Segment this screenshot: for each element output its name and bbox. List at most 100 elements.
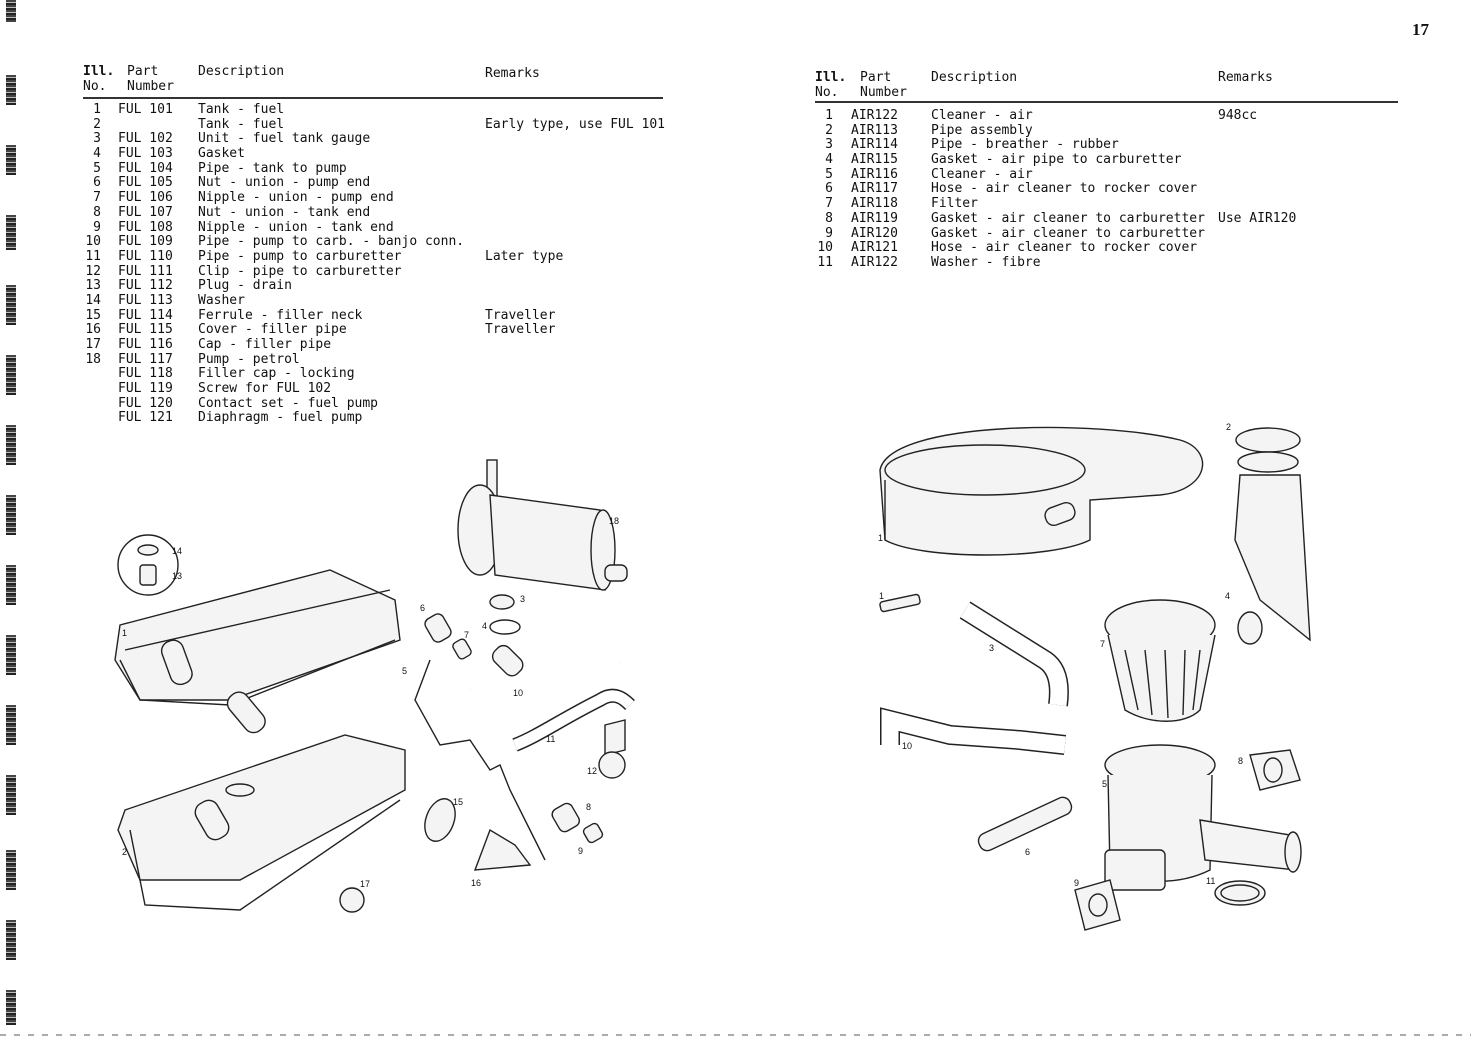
cell-part: AIR117 xyxy=(851,181,898,197)
cell-no: 11 xyxy=(817,254,833,270)
cell-no: 14 xyxy=(85,292,101,308)
cell-no: 10 xyxy=(817,240,833,256)
callout-label: 4 xyxy=(1225,591,1230,601)
callout-label: 5 xyxy=(1102,779,1107,789)
cell-desc: Hose - air cleaner to rocker cover xyxy=(931,181,1198,197)
cell-desc: Unit - fuel tank gauge xyxy=(198,131,371,147)
cell-desc: Pipe assembly xyxy=(931,122,1033,138)
fuel-header-no: No. xyxy=(83,79,107,94)
binding-mark xyxy=(6,920,16,960)
callout-label: 2 xyxy=(122,847,127,857)
cell-desc: Nipple - union - tank end xyxy=(198,219,394,235)
callout-label: 9 xyxy=(1074,878,1079,888)
cell-no: 9 xyxy=(825,225,833,241)
callout-label: 8 xyxy=(1238,756,1243,766)
cell-part: AIR115 xyxy=(851,152,898,168)
cell-desc: Gasket - air cleaner to carburetter xyxy=(931,210,1205,226)
cell-part: AIR116 xyxy=(851,166,898,182)
cell-part: AIR121 xyxy=(851,240,898,256)
table-row: 10 AIR121 Hose - air cleaner to rocker cov… xyxy=(815,240,1415,256)
cell-no: 2 xyxy=(825,122,833,138)
cell-no: 1 xyxy=(825,108,833,123)
cell-remarks: Traveller xyxy=(485,322,556,338)
table-row: 3 FUL 102 Unit - fuel tank gauge xyxy=(83,132,703,147)
callout-label: 3 xyxy=(520,594,525,604)
cell-desc: Gasket - air cleaner to carburetter xyxy=(931,225,1205,241)
cell-desc: Plug - drain xyxy=(198,278,292,294)
cell-desc: Screw for FUL 102 xyxy=(198,381,332,397)
cell-part: FUL 104 xyxy=(118,160,173,176)
cell-desc: Gasket - air pipe to carburetter xyxy=(931,152,1182,168)
cell-no: 13 xyxy=(85,278,101,294)
callout-label: 14 xyxy=(172,546,182,556)
air-header-remarks: Remarks xyxy=(1218,70,1273,85)
cell-desc: Cleaner - air xyxy=(931,108,1033,123)
cell-no: 3 xyxy=(93,131,101,147)
air-header-ill: Ill. xyxy=(815,70,847,85)
cell-no: 16 xyxy=(85,322,101,338)
cell-desc: Nipple - union - pump end xyxy=(198,190,394,206)
cell-desc: Hose - air cleaner to rocker cover xyxy=(931,240,1198,256)
cell-no: 9 xyxy=(93,219,101,235)
cell-part: FUL 105 xyxy=(118,175,173,191)
callout-label: 6 xyxy=(420,603,425,613)
cell-part: AIR122 xyxy=(851,108,898,123)
table-row: 1 AIR122 Cleaner - air 948cc xyxy=(815,108,1415,124)
callout-label: 9 xyxy=(578,846,583,856)
cell-no: 3 xyxy=(825,137,833,153)
cell-part: FUL 107 xyxy=(118,204,173,220)
cell-desc: Nut - union - tank end xyxy=(198,204,371,220)
callout-label: 4 xyxy=(482,621,487,631)
cell-part: FUL 109 xyxy=(118,234,173,250)
callout-label: 7 xyxy=(1100,639,1105,649)
binding-mark xyxy=(6,285,16,325)
cell-part: FUL 106 xyxy=(118,190,173,206)
binding-mark xyxy=(6,705,16,745)
cell-desc: Diaphragm - fuel pump xyxy=(198,410,363,426)
callout-label: 15 xyxy=(453,797,463,807)
binding-mark xyxy=(6,495,16,535)
binding-mark xyxy=(6,0,16,22)
scan-edge xyxy=(0,1034,1471,1036)
table-row: 2 AIR113 Pipe assembly xyxy=(815,122,1415,139)
binding-mark xyxy=(6,635,16,675)
cell-desc: Tank - fuel xyxy=(198,102,285,117)
callout-label: 3 xyxy=(989,643,994,653)
cell-part: AIR113 xyxy=(851,122,898,138)
callout-label: 13 xyxy=(172,571,182,581)
cell-desc: Pipe - breather - rubber xyxy=(931,137,1119,153)
callout-label: 1 xyxy=(122,628,127,638)
cell-remarks: Use AIR120 xyxy=(1218,210,1297,226)
cell-desc: Contact set - fuel pump xyxy=(198,395,379,411)
callout-label: 5 xyxy=(402,666,407,676)
cell-part: FUL 112 xyxy=(118,278,173,294)
cell-desc: Washer - fibre xyxy=(931,254,1041,270)
air-header-part: Part xyxy=(860,70,892,85)
cell-part: FUL 102 xyxy=(118,131,173,147)
cell-part: AIR119 xyxy=(851,210,898,226)
air-header-no: No. xyxy=(815,85,839,100)
cell-no: 12 xyxy=(85,263,101,279)
cell-remarks: 948cc xyxy=(1218,108,1258,123)
cell-no: 10 xyxy=(85,234,101,250)
air-header-number: Number xyxy=(860,85,907,100)
cell-part: AIR122 xyxy=(851,254,898,270)
